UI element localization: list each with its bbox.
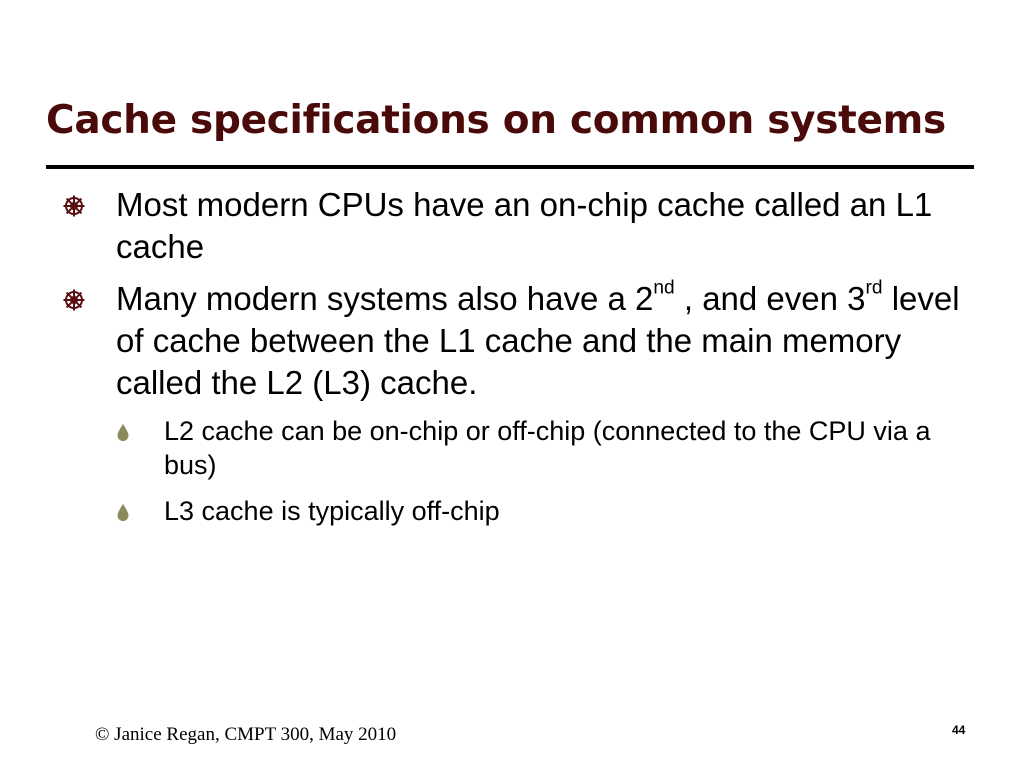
page-number: 44 (952, 723, 966, 737)
droplet-icon (117, 504, 129, 521)
bullet-item: Most modern CPUs have an on-chip cache c… (62, 184, 982, 268)
bullet-text: , and even 3 (674, 280, 866, 317)
bullet-text: Many modern systems also have a 2 (116, 280, 654, 317)
dharma-wheel-icon (63, 289, 85, 311)
title-underline (46, 165, 974, 169)
footer-copyright: © Janice Regan, CMPT 300, May 2010 (95, 724, 397, 745)
bullet-text: level of cache between the L1 cache and … (116, 280, 960, 401)
slide-title: Cache specifications on common systems (46, 98, 946, 143)
sub-bullet-item: L3 cache is typically off-chip (62, 494, 982, 528)
sub-bullet-text: L3 cache is typically off-chip (164, 496, 500, 526)
superscript-ordinal: nd (653, 277, 675, 299)
superscript-ordinal: rd (865, 277, 883, 299)
dharma-wheel-icon (63, 195, 85, 217)
sub-bullet-item: L2 cache can be on-chip or off-chip (con… (62, 414, 982, 482)
droplet-icon (117, 424, 129, 441)
sub-bullet-text: L2 cache can be on-chip or off-chip (con… (164, 416, 931, 480)
bullet-item: Many modern systems also have a 2nd , an… (62, 278, 982, 404)
bullet-text: Most modern CPUs have an on-chip cache c… (116, 186, 933, 265)
slide-content: Most modern CPUs have an on-chip cache c… (62, 184, 982, 540)
